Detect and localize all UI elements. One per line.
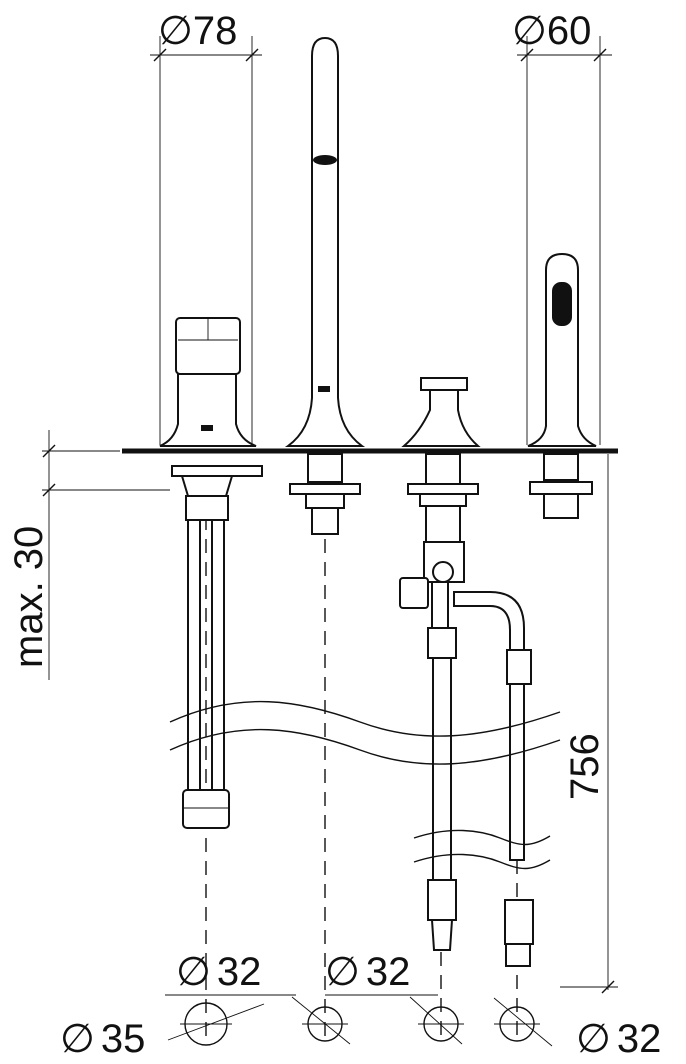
dimension-756: 756 [560, 454, 618, 994]
svg-text:∅78: ∅78 [158, 9, 237, 53]
spout [284, 36, 366, 535]
diverter [399, 377, 534, 967]
bottom-dimension-32-right: ∅32 [576, 1017, 661, 1061]
dimension-max-30: max. 30 [7, 430, 170, 680]
bottom-dimension-35: ∅35 [60, 1017, 145, 1061]
dimension-60: ∅60 [512, 9, 612, 445]
plan-circles [165, 994, 553, 1047]
bottom-dimension-32-middle: ∅32 [325, 950, 410, 994]
dimension-78: ∅78 [150, 9, 262, 445]
break-lines [169, 700, 561, 870]
svg-text:max. 30: max. 30 [7, 526, 51, 668]
svg-text:∅60: ∅60 [512, 9, 591, 53]
bottom-dimension-32-left: ∅32 [176, 950, 261, 994]
hand-shower [527, 252, 597, 519]
svg-text:756: 756 [563, 733, 607, 800]
lever-mixer [159, 317, 263, 829]
